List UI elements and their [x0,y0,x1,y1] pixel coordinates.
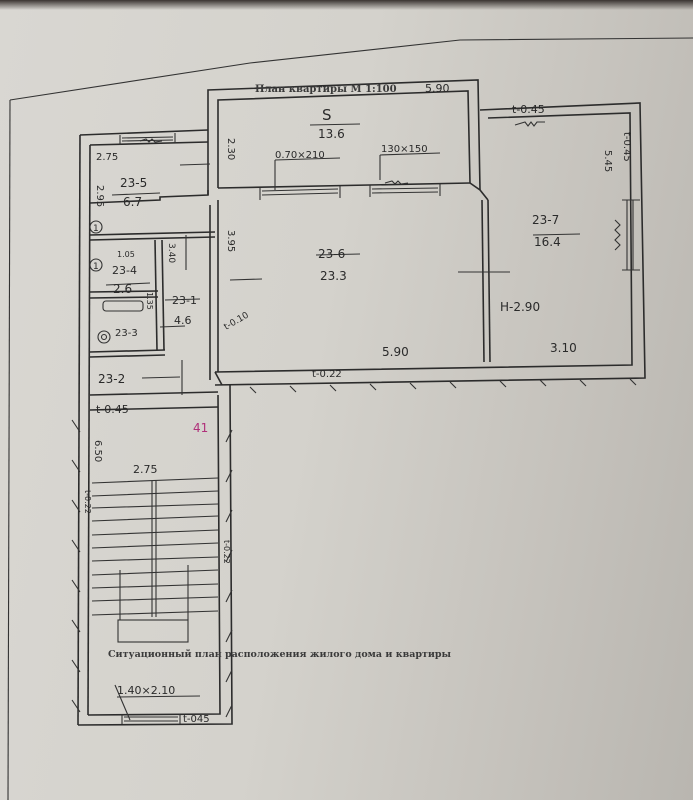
wall-stair-left: t-0.22 [83,490,92,514]
room-23-1-area: 4.6 [174,314,192,327]
room-23-6-label: 23-6 [318,247,345,261]
entrance-door [114,684,181,724]
wall-living-left: t-0.10 [223,310,251,332]
dim-kitchen-depth: 2.95 [94,185,105,207]
dim-bath-width: 1.05 [117,250,135,259]
wall-entrance: t-045 [183,714,210,725]
dim-living-depth: 3.95 [225,230,236,252]
wall-corridor: t-0.45 [96,403,129,416]
sink-bath-symbol: 1 [93,262,99,272]
dim-living-width: 5.90 [382,345,409,359]
room-23-2-label: 23-2 [98,372,125,386]
dim-corridor-depth: 3.40 [166,243,176,263]
room-23-4-area: 2.6 [113,282,132,296]
staircase [91,477,219,643]
wall-right: t-0.45 [621,132,632,162]
room-23-7-area: 16.4 [534,235,561,249]
wall-stair-right: t-0.22 [222,540,231,564]
room-23-5-label: 23-5 [120,176,147,190]
room-balcony-label: S [322,106,332,124]
bedroom-window [622,199,640,271]
sink-kitchen-symbol: 1 [93,224,99,234]
hatch-marks [71,378,637,718]
frame-left-line [7,99,11,800]
radiator-kitchen [139,138,163,143]
radiator-bedroom-right [614,219,621,251]
dim-bedroom-width: 3.10 [550,341,577,355]
room-23-5-area: 6.7 [123,195,142,209]
dim-balcony-window: 130×150 [381,144,428,155]
dim-entrance-door: 1.40×2.10 [117,684,175,697]
dim-balcony-width: 5.90 [425,82,450,95]
partitions [89,182,491,411]
radiator-bedroom-top [514,121,545,127]
kitchen-window [119,133,176,145]
wall-living-bottom: t-0.22 [312,369,342,380]
dim-door: 0.70×210 [275,150,325,161]
room-23-3-label: 23-3 [115,328,138,339]
frame-top-line [9,37,693,101]
dim-bath-note: 1.35 [145,292,154,310]
ceiling-height: Н-2.90 [500,300,540,314]
room-23-1-label: 23-1 [172,294,197,307]
balcony-opening [259,184,441,200]
toilet-icon [97,330,111,344]
room-23-6-area: 23.3 [320,269,347,283]
room-balcony-area: 13.6 [318,127,345,141]
room-23-7-label: 23-7 [532,213,559,227]
sink-icon-bath [89,258,103,272]
dim-kitchen-width: 2.75 [96,152,118,163]
leader-lines [105,123,581,395]
dim-stair-depth: 6.50 [92,440,103,462]
radiator-balcony [384,180,409,185]
room-23-4-label: 23-4 [112,264,137,277]
stair-number: 41 [193,421,208,435]
dim-balcony-depth: 2.30 [225,138,236,160]
bathtub-icon [102,300,144,312]
plan-title: План квартиры М 1:100 [255,84,397,95]
dim-bedroom-depth: 5.45 [602,150,613,172]
situation-plan-caption: Ситуационный план расположения жилого до… [108,649,452,660]
dim-stair-width: 2.75 [133,463,158,476]
wall-top-right: t-0.45 [512,103,545,116]
sink-icon-kitchen [89,220,103,234]
page-shadow [0,0,693,10]
